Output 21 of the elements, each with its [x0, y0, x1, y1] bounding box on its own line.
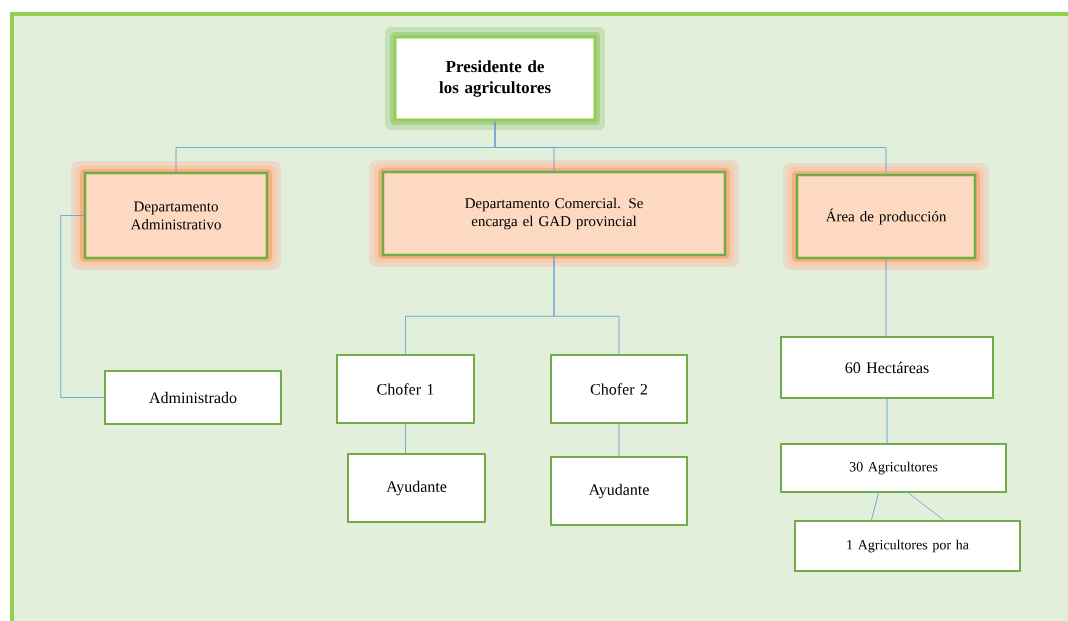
org-box: Chofer 2	[550, 354, 688, 424]
connector-line	[60, 215, 105, 398]
org-box: 60 Hectáreas	[780, 336, 994, 399]
org-box: 30 Agricultores	[780, 443, 1007, 493]
org-box: Chofer 1	[336, 354, 475, 424]
org-box: Área de producción	[783, 163, 989, 270]
connector-line	[886, 398, 888, 444]
org-box: Presidente de los agricultores	[385, 27, 605, 130]
connector-line	[618, 423, 620, 457]
org-box: Departamento Comercial. Se encarga el GAD provincial	[369, 160, 739, 267]
org-box: 1 Agricultores por ha	[794, 520, 1021, 572]
connector-line	[908, 492, 944, 521]
org-box: Departamento Administrativo	[71, 161, 281, 270]
connector-line	[871, 492, 879, 521]
connector-line	[494, 121, 887, 175]
org-box: Administrado	[104, 370, 282, 425]
connector-line	[553, 255, 620, 355]
connector-line	[885, 258, 887, 337]
org-box: Ayudante	[550, 456, 688, 526]
org-box: Ayudante	[347, 453, 486, 523]
connector-line	[405, 423, 406, 454]
